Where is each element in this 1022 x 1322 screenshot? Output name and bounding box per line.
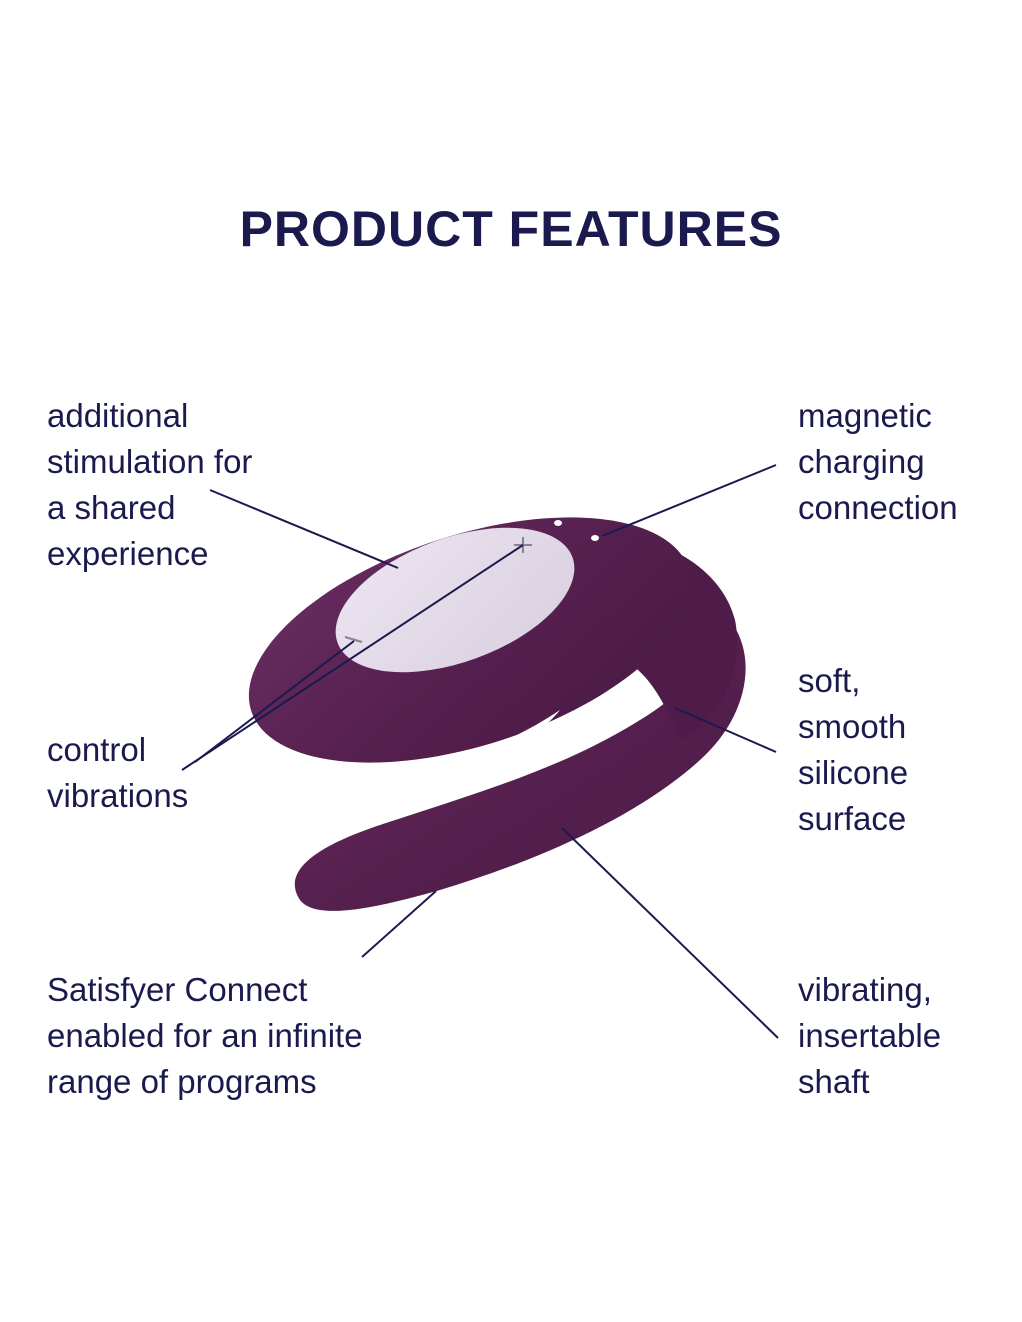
feature-magnetic-charging: magnetic charging connection — [798, 397, 958, 526]
feature-silicone-surface: soft, smooth silicone surface — [798, 662, 909, 837]
feature-control-vibrations: control vibrations — [47, 731, 189, 814]
feature-app-connect: Satisfyer Connect enabled for an infinit… — [47, 971, 363, 1100]
feature-additional-stimulation: additional stimulation for a shared expe… — [47, 397, 253, 572]
charging-contact-icon — [554, 520, 562, 526]
page-title: PRODUCT FEATURES — [239, 201, 783, 257]
charging-contact-icon — [591, 535, 599, 541]
control-pad-shape — [335, 527, 575, 673]
minus-button-icon — [344, 636, 363, 643]
feature-insertable-shaft: vibrating, insertable shaft — [798, 971, 942, 1100]
leader-lines — [181, 464, 779, 1039]
insertable-arm-shape — [294, 620, 746, 911]
